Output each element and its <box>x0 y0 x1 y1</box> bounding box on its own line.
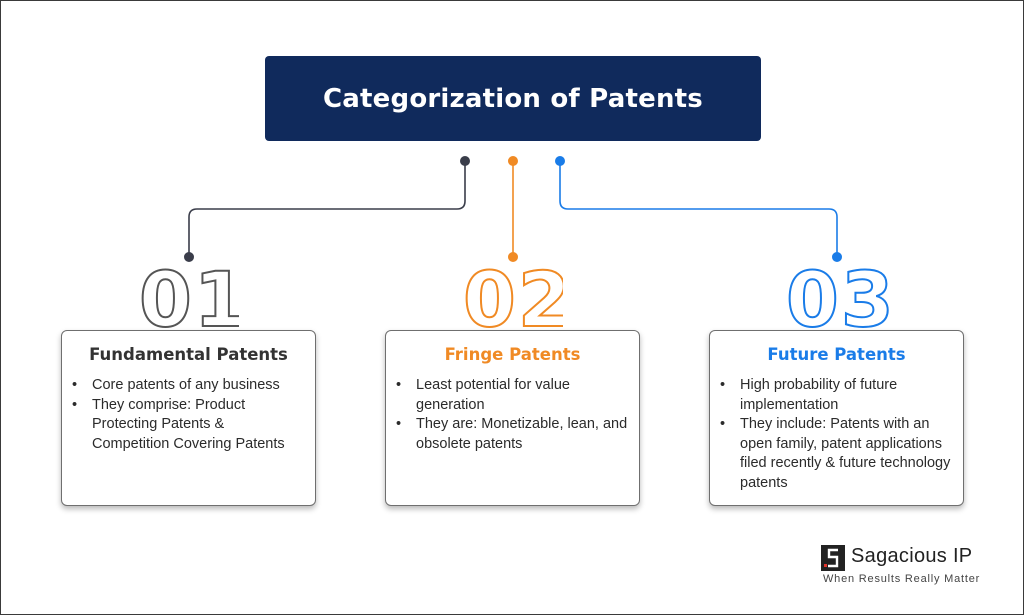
connector-dot-1-top <box>460 156 470 166</box>
connector-dot-2-top <box>508 156 518 166</box>
category-card-future: Future Patents High probability of futur… <box>709 330 964 506</box>
connector-dot-1-bottom <box>184 252 194 262</box>
category-number-1: 01 <box>139 263 239 337</box>
sagacious-s-icon <box>821 545 845 571</box>
company-name: Sagacious IP <box>851 545 973 567</box>
list-item: Core patents of any business <box>72 376 305 396</box>
company-tagline: When Results Really Matter <box>823 573 981 585</box>
page-title: Categorization of Patents <box>323 83 703 114</box>
connector-dot-3-bottom <box>832 252 842 262</box>
category-card-fringe: Fringe Patents Least potential for value… <box>385 330 640 506</box>
card-heading: Fringe Patents <box>444 345 581 364</box>
category-number-2: 02 <box>463 263 563 337</box>
list-item: They comprise: Product Protecting Patent… <box>72 396 305 455</box>
card-heading: Future Patents <box>767 345 906 364</box>
connector-dot-3-top <box>555 156 565 166</box>
connector-line-3 <box>559 161 838 257</box>
list-item: They are: Monetizable, lean, and obsolet… <box>396 415 629 454</box>
company-logo: Sagacious IP When Results Really Matter <box>821 545 991 591</box>
bullet-list: Core patents of any business They compri… <box>62 376 315 454</box>
list-item: Least potential for value generation <box>396 376 629 415</box>
connector-dot-2-bottom <box>508 252 518 262</box>
card-heading: Fundamental Patents <box>89 345 288 364</box>
category-card-fundamental: Fundamental Patents Core patents of any … <box>61 330 316 506</box>
bullet-list: Least potential for value generation The… <box>386 376 639 454</box>
category-number-3: 03 <box>786 263 890 337</box>
title-banner: Categorization of Patents <box>265 56 761 141</box>
list-item: High probability of future implementatio… <box>720 376 953 415</box>
list-item: They include: Patents with an open famil… <box>720 415 953 493</box>
bullet-list: High probability of future implementatio… <box>710 376 963 493</box>
connector-line-1 <box>188 161 466 257</box>
